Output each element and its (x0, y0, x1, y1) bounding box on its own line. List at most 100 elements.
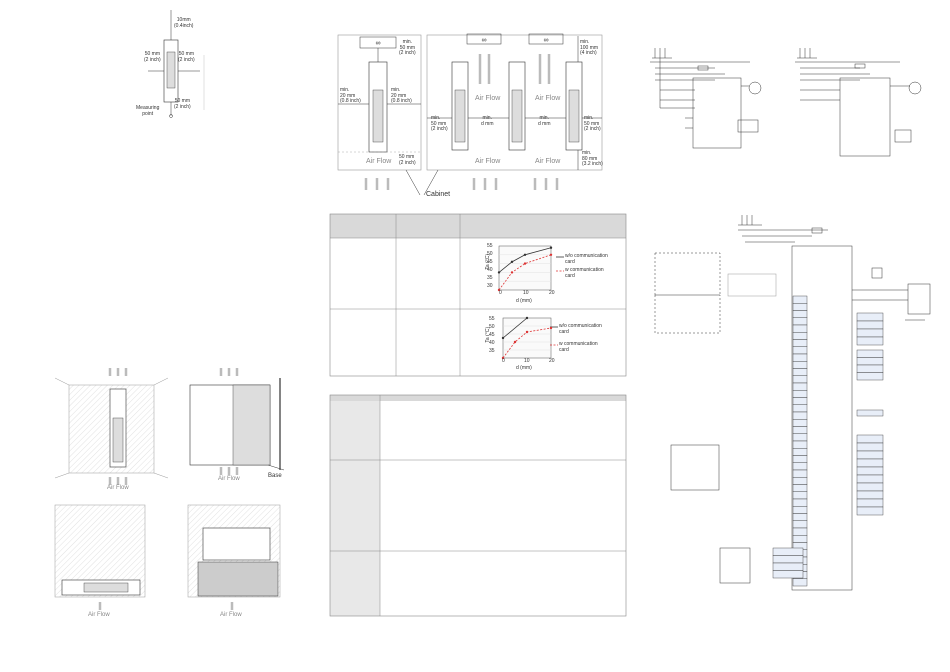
plot-area (498, 245, 552, 291)
clearance-top-label: 10mm (0.4inch) (174, 17, 194, 29)
terminal-cell (792, 303, 808, 311)
multi-air-flow-bottom-2: Air Flow (535, 158, 561, 165)
terminal-cell (792, 440, 808, 449)
chart1-ytick-5: 30 (487, 283, 493, 289)
clearance-right-label: 50 mm (2 inch) (178, 51, 195, 63)
multi-gap1-label: min. d mm (481, 115, 494, 127)
chart1-xtick-0: 0 (499, 290, 502, 296)
data-point (510, 260, 514, 264)
chart2-xlabel: d (mm) (516, 365, 532, 371)
terminal-cell (792, 513, 808, 521)
chart2-xtick-1: 10 (524, 358, 530, 364)
terminal-cell (792, 469, 808, 478)
terminal-cell (856, 364, 884, 373)
single-right-label: min. 20 mm (0.8 inch) (391, 87, 412, 105)
terminal-cell (856, 409, 884, 417)
chart1-ytick-2: 45 (487, 259, 493, 265)
terminal-cell (792, 477, 808, 485)
terminal-cell (856, 474, 884, 484)
terminal-cell (792, 426, 808, 434)
terminal-cell (792, 317, 808, 326)
terminal-cell (792, 404, 808, 413)
multi-top-label: min. 100 mm (4 inch) (580, 39, 599, 57)
terminal-cell (856, 372, 884, 381)
chart1-ytick-4: 35 (487, 275, 493, 281)
chart2-legend-1: w/o communication card (559, 323, 602, 335)
terminal-cell (792, 353, 808, 362)
data-point (549, 246, 553, 249)
terminal-cell (856, 349, 884, 358)
data-point (525, 330, 529, 334)
notes-table-side (330, 401, 380, 616)
chart1-xlabel: d (mm) (516, 298, 532, 304)
data-point (497, 271, 501, 274)
chart1-ytick-0: 55 (487, 243, 493, 249)
multi-air-flow-2: Air Flow (535, 95, 561, 102)
terminal-cell (792, 332, 808, 340)
derating-table-header (330, 214, 626, 238)
mount-air-flow-1: Air Flow (107, 485, 129, 491)
terminal-cell (856, 312, 884, 322)
data-point (549, 326, 553, 330)
clearance-left-label: 50 mm (2 inch) (144, 51, 161, 63)
single-air-flow-label: Air Flow (366, 158, 392, 165)
mount-air-flow-4: Air Flow (220, 612, 242, 618)
mount-air-flow-2: Air Flow (218, 476, 240, 482)
terminal-cell (792, 310, 808, 318)
multi-left-label: min. 50 mm (2 inch) (431, 115, 448, 133)
multi-gap2-label: min. d mm (538, 115, 551, 127)
data-point (501, 336, 505, 340)
series-line-1 (498, 254, 552, 291)
terminal-cell (772, 562, 804, 571)
chart2-ytick-3: 40 (489, 340, 495, 346)
chart2-ytick-1: 50 (489, 324, 495, 330)
terminal-cell (856, 490, 884, 500)
terminal-cell (792, 382, 808, 391)
multi-air-flow-bottom-1: Air Flow (475, 158, 501, 165)
notes-table-header (330, 395, 626, 401)
terminal-cell (792, 448, 808, 456)
chart2-ytick-0: 55 (489, 316, 495, 322)
terminal-cell (856, 328, 884, 338)
terminal-cell (792, 491, 808, 500)
terminal-cell (856, 482, 884, 492)
terminal-cell (792, 506, 808, 514)
multi-bottom-label: min. 80 mm (3.2 inch) (582, 150, 603, 168)
multi-air-flow-1: Air Flow (475, 95, 501, 102)
measuring-point-label: Measuring point (136, 105, 160, 117)
chart2-ytick-4: 35 (489, 348, 495, 354)
clearance-bottom-label: 50 mm (2 inch) (174, 98, 191, 110)
terminal-cell (792, 578, 808, 587)
terminal-cell (856, 320, 884, 330)
terminal-cell (856, 434, 884, 444)
terminal-cell (792, 390, 808, 398)
data-point (510, 271, 514, 274)
terminal-cell (792, 346, 808, 355)
mount-air-flow-3: Air Flow (88, 612, 110, 618)
terminal-cell (792, 535, 808, 543)
chart1-ytick-1: 50 (487, 251, 493, 257)
series-line-0 (502, 317, 528, 339)
chart1-legend-2: w communication card (565, 267, 604, 279)
terminal-cell (792, 375, 808, 384)
terminal-cell (772, 547, 804, 556)
data-point (525, 316, 529, 320)
terminal-cell (792, 339, 808, 347)
terminal-cell (856, 498, 884, 508)
chart1-xtick-2: 20 (549, 290, 555, 296)
chart1-xtick-1: 10 (523, 290, 529, 296)
data-point (523, 262, 527, 265)
terminal-cell (772, 555, 804, 564)
multi-right-label: min. 50 mm (2 inch) (584, 115, 601, 133)
terminal-cell (792, 411, 808, 420)
chart2-legend-2: w communication card (559, 341, 598, 353)
single-bottom-label: 50 mm (2 inch) (399, 154, 416, 166)
terminal-cell (792, 520, 808, 529)
chart1-legend-1: w/o communication card (565, 253, 608, 265)
terminal-cell (792, 484, 808, 492)
